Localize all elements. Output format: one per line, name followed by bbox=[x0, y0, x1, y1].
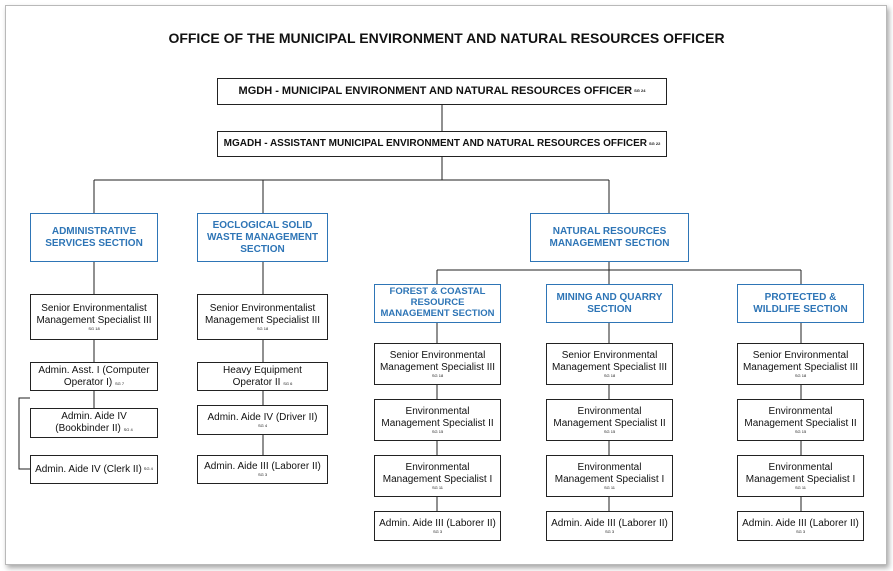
wildlife-section-label: PROTECTED & WILDLIFE SECTION bbox=[753, 291, 848, 315]
forest-position-3-label: Environmental Management Specialist I bbox=[382, 461, 493, 485]
wildlife-position-2: Environmental Management Specialist II S… bbox=[737, 399, 864, 441]
forest-section-label: FOREST & COASTAL RESOURCE MANAGEMENT SEC… bbox=[380, 286, 495, 319]
mining-position-2: Environmental Management Specialist II S… bbox=[546, 399, 673, 441]
admin-position-1-label: Senior Environmentalist Management Speci… bbox=[36, 302, 152, 326]
assistant-officer-sg: SG 22 bbox=[649, 140, 661, 146]
wildlife-position-4-label: Admin. Aide III (Laborer II) bbox=[742, 517, 859, 529]
admin-position-4: Admin. Aide IV (Clerk II) SG 4 bbox=[30, 455, 158, 484]
wildlife-position-3-sg: SG 11 bbox=[794, 484, 807, 490]
forest-position-4-sg: SG 3 bbox=[432, 528, 443, 534]
admin-position-1-sg: SG 18 bbox=[88, 325, 100, 331]
mining-position-4-sg: SG 3 bbox=[604, 528, 615, 534]
waste-position-3-sg: SG 4 bbox=[257, 422, 268, 428]
waste-position-4-sg: SG 3 bbox=[257, 472, 268, 478]
mining-position-1-sg: SG 18 bbox=[603, 372, 616, 378]
wildlife-position-3-label: Environmental Management Specialist I bbox=[745, 461, 856, 485]
admin-position-2-label: Admin. Asst. I (Computer Operator I) bbox=[38, 364, 150, 388]
head-officer-box: MGDH - MUNICIPAL ENVIRONMENT AND NATURAL… bbox=[217, 78, 667, 105]
admin-section-box: ADMINISTRATIVE SERVICES SECTION bbox=[30, 213, 158, 262]
mining-position-2-sg: SG 15 bbox=[603, 428, 616, 434]
mining-position-4: Admin. Aide III (Laborer II) SG 3 bbox=[546, 511, 673, 541]
assistant-officer-label: MGADH - ASSISTANT MUNICIPAL ENVIRONMENT … bbox=[223, 138, 647, 149]
chart-title: OFFICE OF THE MUNICIPAL ENVIRONMENT AND … bbox=[168, 30, 725, 46]
wildlife-position-4: Admin. Aide III (Laborer II) SG 3 bbox=[737, 511, 864, 541]
forest-position-2-label: Environmental Management Specialist II bbox=[381, 405, 494, 429]
waste-position-1-label: Senior Environmentalist Management Speci… bbox=[204, 302, 321, 326]
forest-section-box: FOREST & COASTAL RESOURCE MANAGEMENT SEC… bbox=[374, 284, 501, 323]
mining-position-2-label: Environmental Management Specialist II bbox=[553, 405, 666, 429]
wildlife-position-2-label: Environmental Management Specialist II bbox=[744, 405, 857, 429]
mining-position-3: Environmental Management Specialist I SG… bbox=[546, 455, 673, 497]
wildlife-position-1-label: Senior Environmental Management Speciali… bbox=[742, 349, 859, 373]
wildlife-position-1: Senior Environmental Management Speciali… bbox=[737, 343, 864, 385]
mining-position-1-label: Senior Environmental Management Speciali… bbox=[551, 349, 668, 373]
mining-position-3-label: Environmental Management Specialist I bbox=[554, 461, 665, 485]
waste-position-2: Heavy Equipment Operator II SG 6 bbox=[197, 362, 328, 391]
wildlife-position-4-sg: SG 3 bbox=[795, 528, 806, 534]
admin-position-3-label: Admin. Aide IV (Bookbinder II) bbox=[55, 411, 127, 434]
forest-position-4-label: Admin. Aide III (Laborer II) bbox=[379, 517, 496, 529]
mining-position-1: Senior Environmental Management Speciali… bbox=[546, 343, 673, 385]
wildlife-position-2-sg: SG 15 bbox=[794, 428, 807, 434]
waste-position-2-sg: SG 6 bbox=[283, 380, 293, 386]
forest-position-2: Environmental Management Specialist II S… bbox=[374, 399, 501, 441]
admin-position-1: Senior Environmentalist Management Speci… bbox=[30, 294, 158, 340]
forest-position-1: Senior Environmental Management Speciali… bbox=[374, 343, 501, 385]
waste-position-1: Senior Environmentalist Management Speci… bbox=[197, 294, 328, 340]
admin-position-4-label: Admin. Aide IV (Clerk II) bbox=[35, 463, 142, 475]
mining-section-box: MINING AND QUARRY SECTION bbox=[546, 284, 673, 323]
wildlife-position-1-sg: SG 18 bbox=[794, 372, 807, 378]
waste-position-1-sg: SG 18 bbox=[256, 325, 269, 331]
nrm-section-box: NATURAL RESOURCES MANAGEMENT SECTION bbox=[530, 213, 689, 262]
mining-position-3-sg: SG 11 bbox=[603, 484, 616, 490]
admin-position-3: Admin. Aide IV (Bookbinder II) SG 4 bbox=[30, 408, 158, 438]
waste-position-4-label: Admin. Aide III (Laborer II) bbox=[204, 461, 321, 473]
forest-position-4: Admin. Aide III (Laborer II) SG 3 bbox=[374, 511, 501, 541]
mining-position-4-label: Admin. Aide III (Laborer II) bbox=[551, 517, 668, 529]
wildlife-position-3: Environmental Management Specialist I SG… bbox=[737, 455, 864, 497]
admin-position-4-sg: SG 4 bbox=[143, 466, 153, 472]
wildlife-section-box: PROTECTED & WILDLIFE SECTION bbox=[737, 284, 864, 323]
forest-position-3: Environmental Management Specialist I SG… bbox=[374, 455, 501, 497]
waste-position-3: Admin. Aide IV (Driver II) SG 4 bbox=[197, 405, 328, 435]
admin-position-2: Admin. Asst. I (Computer Operator I) SG … bbox=[30, 362, 158, 391]
mining-section-label: MINING AND QUARRY SECTION bbox=[556, 291, 663, 315]
assistant-officer-box: MGADH - ASSISTANT MUNICIPAL ENVIRONMENT … bbox=[217, 131, 667, 157]
admin-section-label: ADMINISTRATIVE SERVICES SECTION bbox=[45, 225, 143, 249]
forest-position-1-label: Senior Environmental Management Speciali… bbox=[379, 349, 496, 373]
head-officer-sg: SG 24 bbox=[634, 88, 646, 94]
waste-position-2-label: Heavy Equipment Operator II bbox=[223, 364, 302, 388]
nrm-section-label: NATURAL RESOURCES MANAGEMENT SECTION bbox=[549, 225, 670, 249]
forest-position-3-sg: SG 11 bbox=[431, 484, 444, 490]
forest-position-2-sg: SG 15 bbox=[431, 428, 444, 434]
waste-section-box: EOCLOGICAL SOLID WASTE MANAGEMENT SECTIO… bbox=[197, 213, 328, 262]
waste-section-label: EOCLOGICAL SOLID WASTE MANAGEMENT SECTIO… bbox=[206, 219, 319, 255]
head-officer-label: MGDH - MUNICIPAL ENVIRONMENT AND NATURAL… bbox=[238, 84, 633, 97]
admin-position-3-sg: SG 4 bbox=[123, 427, 133, 432]
waste-position-4: Admin. Aide III (Laborer II) SG 3 bbox=[197, 455, 328, 484]
waste-position-3-label: Admin. Aide IV (Driver II) bbox=[207, 411, 318, 423]
admin-position-2-sg: SG 7 bbox=[115, 380, 125, 386]
forest-position-1-sg: SG 18 bbox=[431, 372, 444, 378]
